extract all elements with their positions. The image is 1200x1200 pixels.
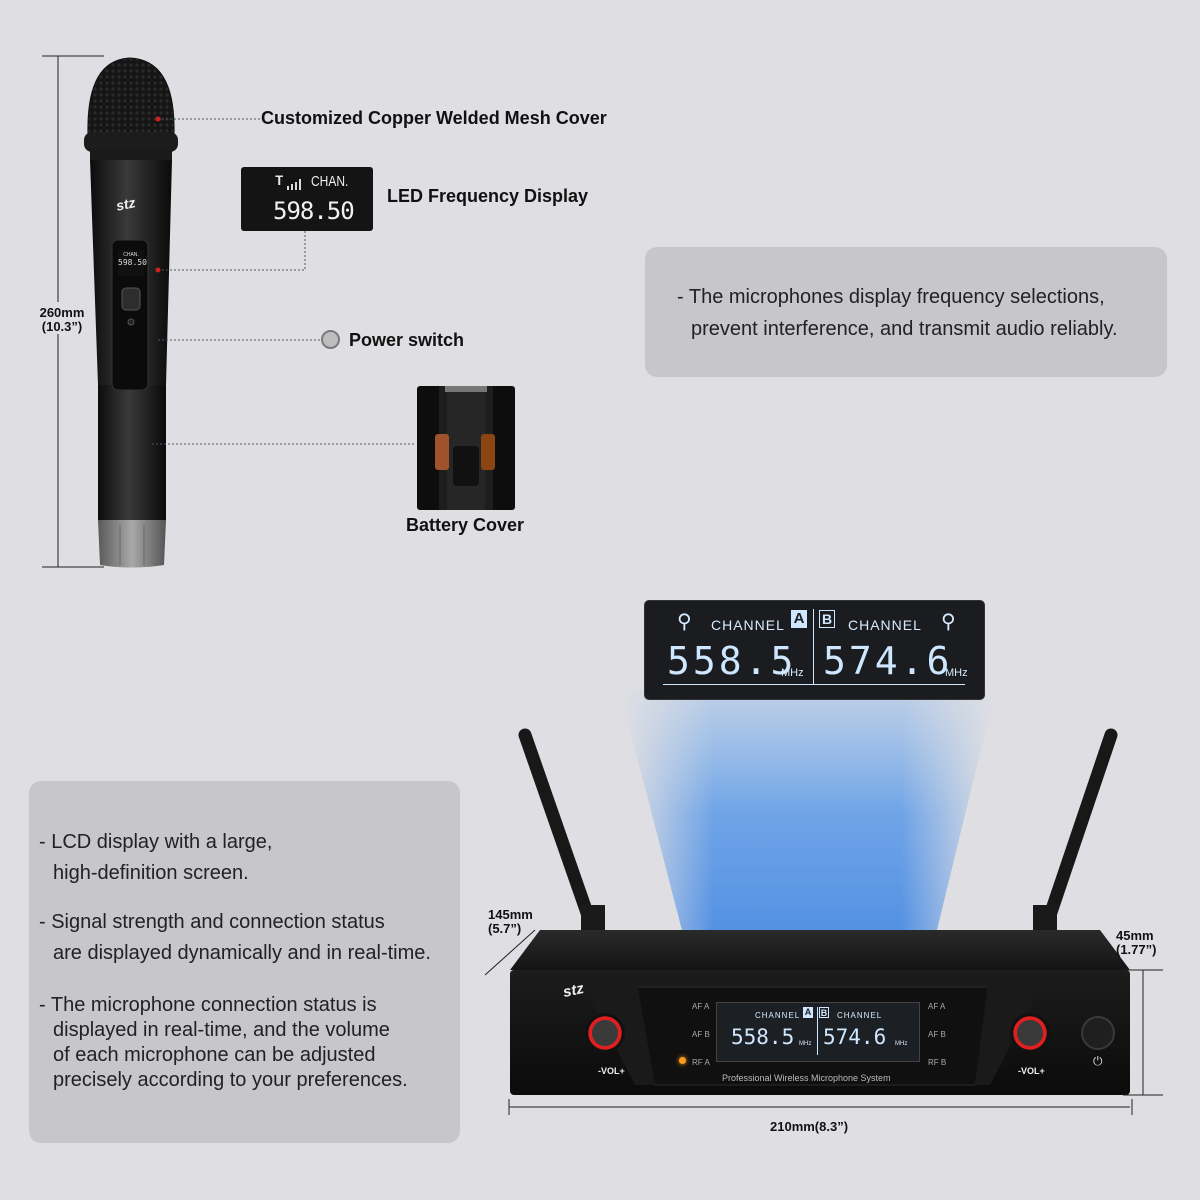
bullet-lcd: - LCD display with a large, high-definit… — [39, 831, 273, 884]
info-box-top: - The microphones display frequency sele… — [645, 247, 1167, 377]
rf-a-label: RF A — [692, 1058, 710, 1067]
receiver-power-icon: ⏻ — [1093, 1054, 1103, 1068]
channel-b-badge: B — [819, 610, 835, 628]
volume-knob-left[interactable] — [585, 1013, 625, 1053]
volume-knob-right[interactable] — [1010, 1013, 1050, 1053]
signal-icon: 𝐓 — [275, 173, 284, 188]
info-box-bottom: - LCD display with a large, high-definit… — [29, 781, 460, 1143]
freq-b-unit: MHz — [945, 667, 968, 679]
receiver-lcd: CHANNEL A B CHANNEL 558.5 MHz 574.6 MHz — [716, 1002, 920, 1062]
receiver-power-button[interactable] — [1081, 1016, 1115, 1050]
af-a-left-label: AF A — [692, 1002, 710, 1011]
rf-b-label: RF B — [928, 1058, 947, 1067]
volume-label-right: -VOL+ — [1018, 1066, 1045, 1076]
mic-height-dimension — [42, 55, 104, 568]
channel-a-badge: A — [791, 610, 807, 628]
mic-icon-b: ⚲ — [941, 611, 956, 633]
receiver-height-label: 45mm (1.77”) — [1116, 928, 1157, 957]
battery-cover-thumbnail — [417, 386, 515, 510]
freq-b-value: 574.6 — [823, 639, 953, 683]
led-display-thumbnail: 𝐓 CHAN. 598.50 — [241, 167, 373, 231]
handheld-microphone — [84, 57, 178, 568]
callout-led-display: LED Frequency Display — [387, 186, 589, 206]
receiver-lcd-enlarged: ⚲ CHANNEL A B CHANNEL ⚲ 558.5 MHz 574.6 … — [644, 600, 985, 700]
callout-battery-cover: Battery Cover — [406, 515, 525, 535]
info-top-line1: - The microphones display frequency sele… — [677, 286, 1105, 308]
callout-mesh-cover: Customized Copper Welded Mesh Cover — [261, 108, 607, 128]
af-b-left-label: AF B — [692, 1030, 710, 1039]
volume-label-left: -VOL+ — [598, 1066, 625, 1076]
lcd-light-beam — [620, 690, 995, 1000]
info-top-line2: prevent interference, and transmit audio… — [691, 318, 1118, 340]
lcd-divider — [813, 609, 814, 685]
af-b-right-label: AF B — [928, 1030, 946, 1039]
channel-b-label: CHANNEL — [848, 617, 922, 633]
receiver-caption: Professional Wireless Microphone System — [722, 1073, 891, 1083]
signal-bars-icon — [287, 177, 305, 195]
freq-a-value: 558.5 — [667, 639, 797, 683]
callout-leader-lines — [150, 116, 416, 445]
bullet-signal: - Signal strength and connection status … — [39, 911, 431, 964]
callout-power-switch: Power switch — [349, 330, 465, 350]
power-switch-icon — [321, 330, 340, 349]
receiver-depth-label: 145mm (5.7”) — [488, 907, 533, 936]
receiver-width-label: 210mm(8.3”) — [770, 1119, 849, 1134]
af-a-right-label: AF A — [928, 1002, 946, 1011]
mic-mini-display: CHAN. 598.50 — [118, 252, 147, 267]
receiver-antennas — [518, 728, 1118, 937]
freq-a-unit: MHz — [781, 667, 804, 679]
receiver-dimension-lines — [484, 929, 1163, 1115]
channel-a-label: CHANNEL — [711, 617, 785, 633]
bullet-connection: - The microphone connection status is di… — [39, 994, 408, 1091]
rf-a-indicator-light — [679, 1057, 686, 1064]
mic-icon-a: ⚲ — [677, 611, 692, 633]
mic-height-label: 260mm (10.3”) — [39, 305, 85, 334]
